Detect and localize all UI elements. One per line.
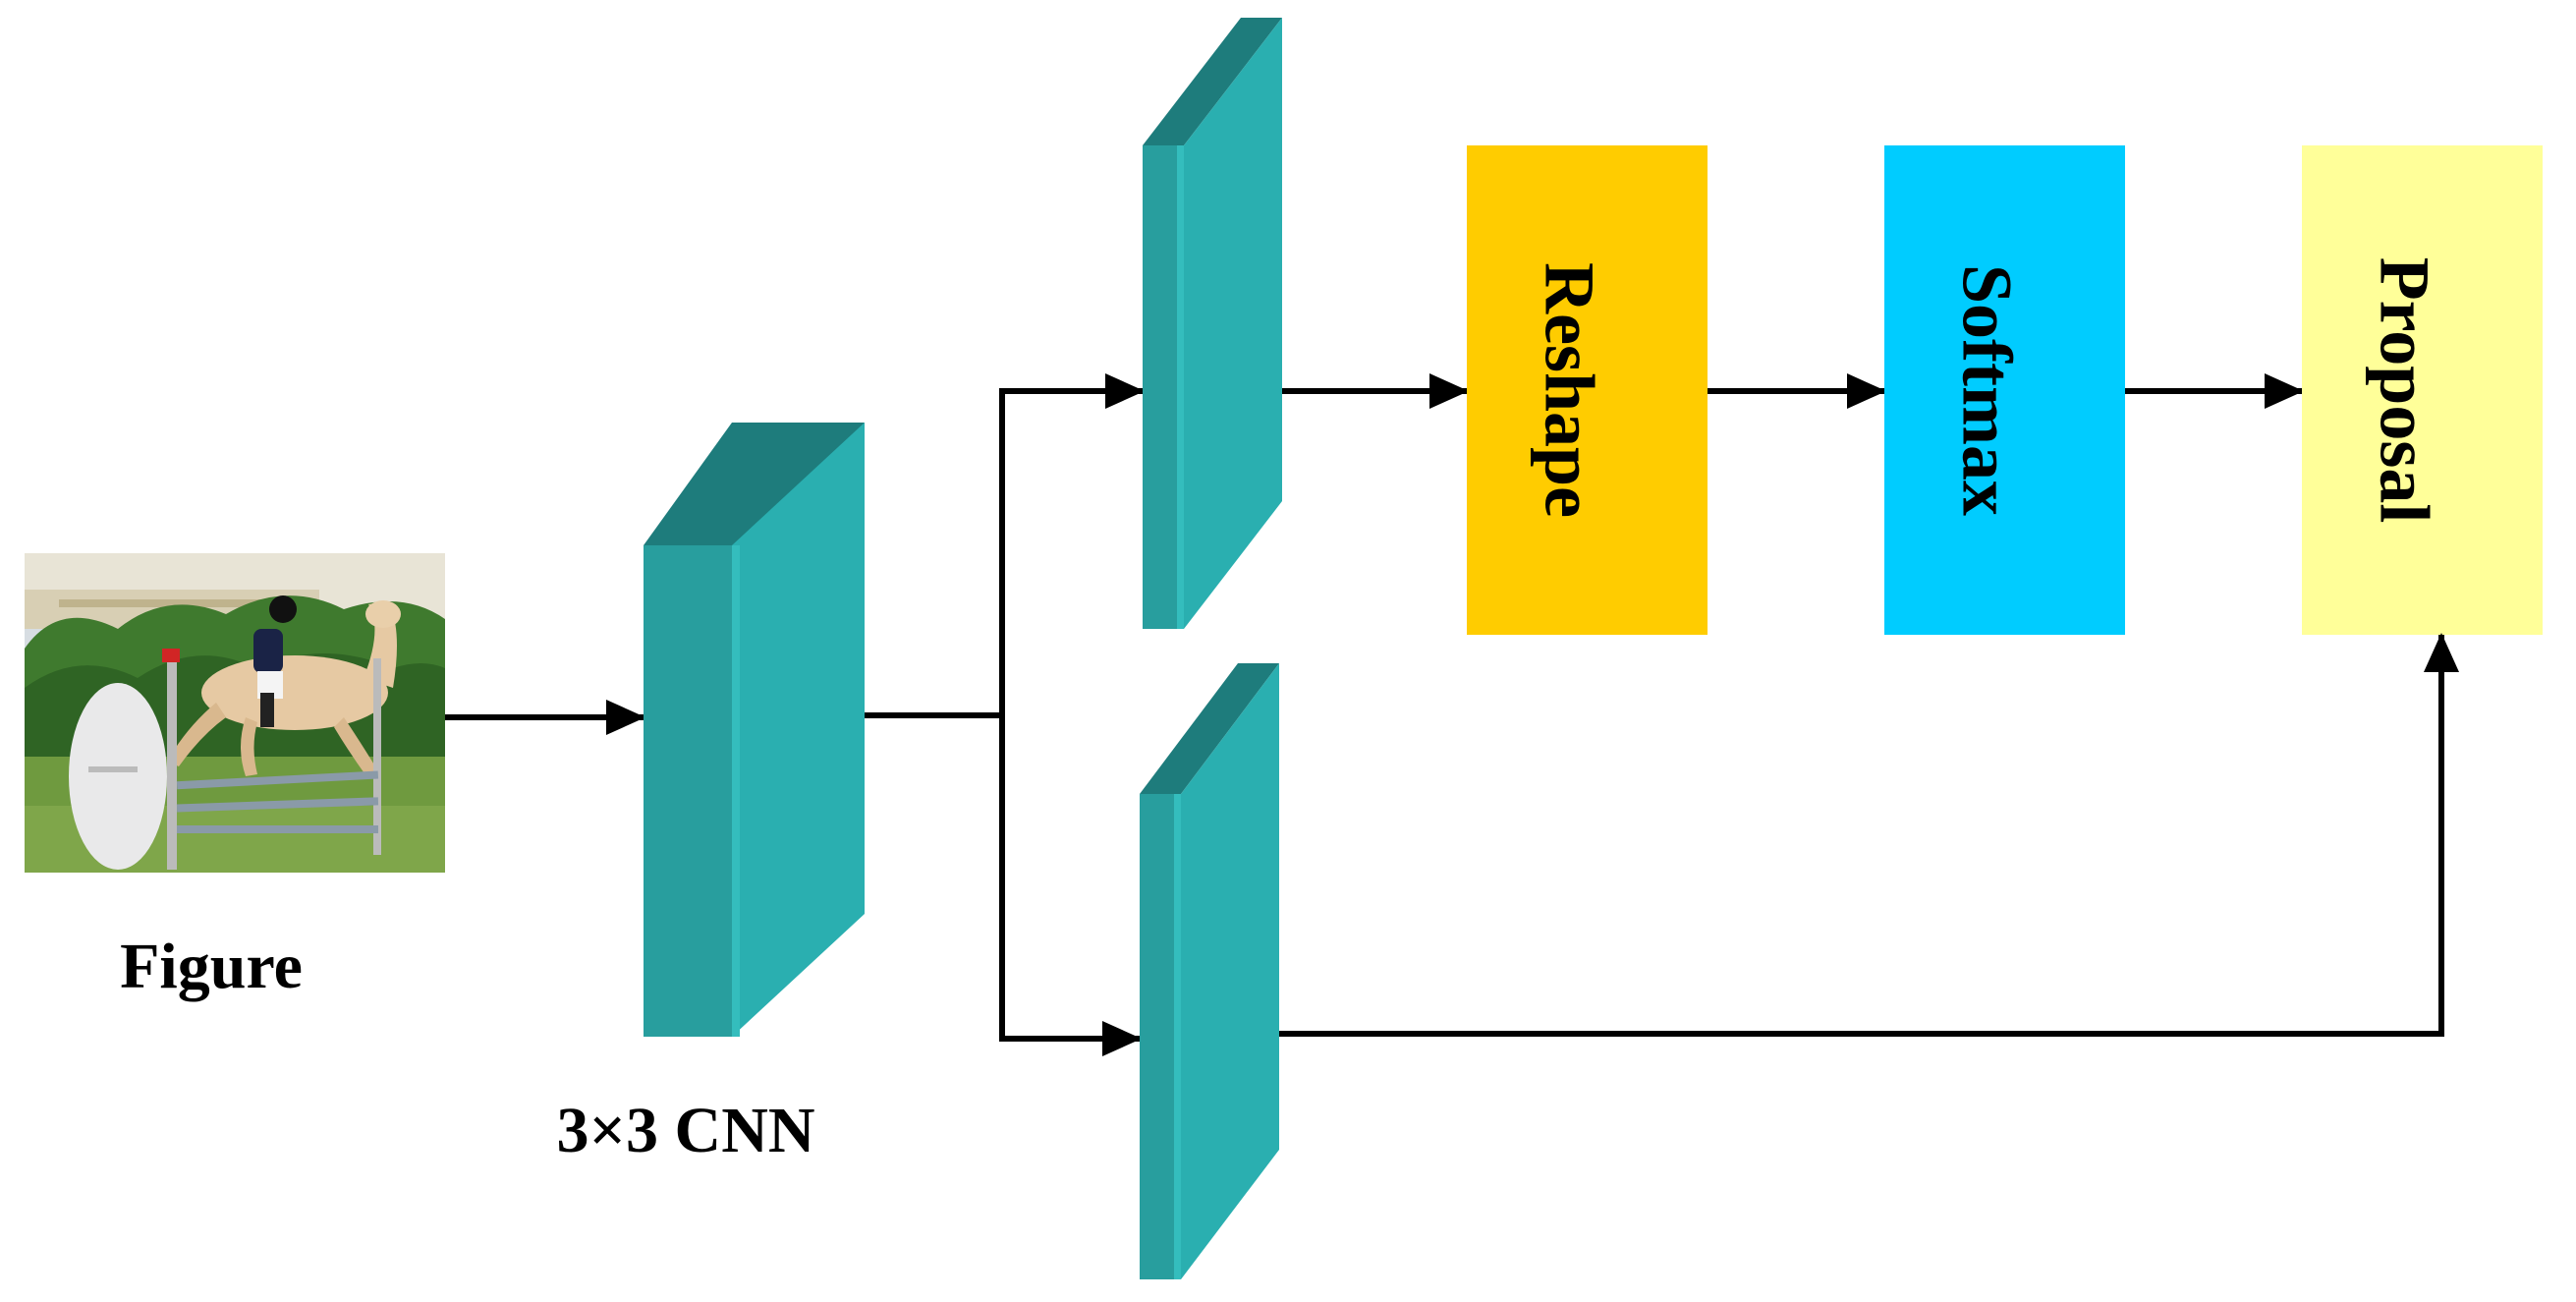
proposal-label: Proposal bbox=[2365, 257, 2443, 524]
reshape-label: Reshape bbox=[1530, 262, 1608, 518]
lower-branch-to-proposal bbox=[1279, 633, 2459, 1037]
split-connector bbox=[865, 373, 1145, 1056]
lower-conv-layer bbox=[1140, 663, 1279, 1279]
cnn-caption: 3×3 CNN bbox=[556, 1095, 814, 1166]
upper-conv-layer bbox=[1143, 18, 1282, 629]
softmax-label: Softmax bbox=[1947, 264, 2026, 516]
proposal-block bbox=[2302, 145, 2543, 635]
input-caption: Figure bbox=[120, 931, 303, 1002]
softmax-block bbox=[1884, 145, 2125, 635]
input-photo bbox=[25, 553, 445, 873]
cnn-layer bbox=[644, 423, 865, 1037]
reshape-block bbox=[1467, 145, 1708, 635]
